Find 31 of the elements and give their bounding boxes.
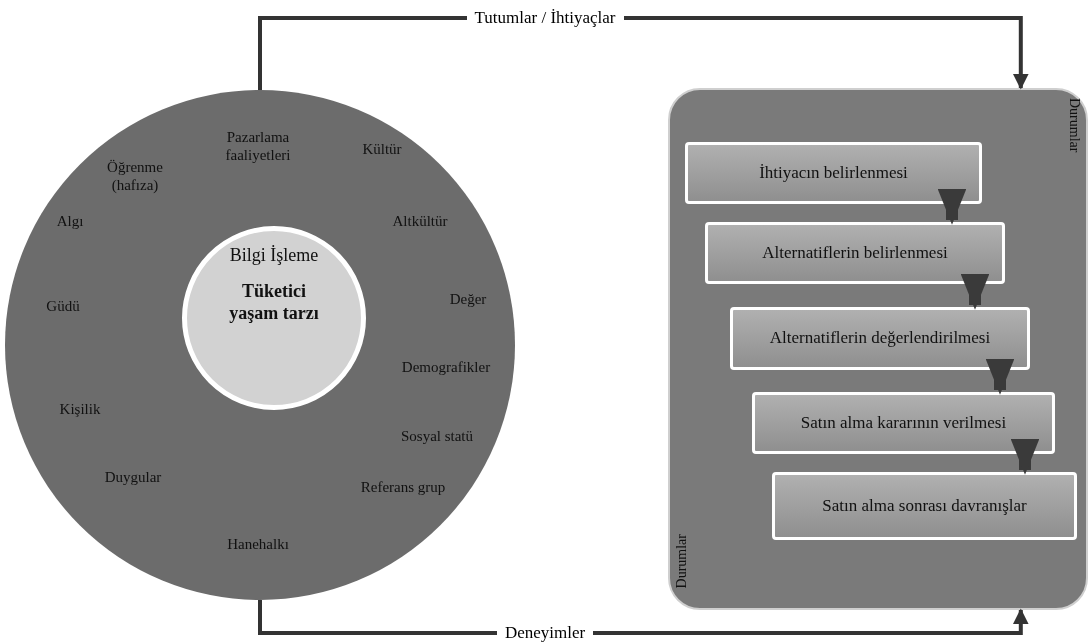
rounded-panel xyxy=(668,88,1088,610)
factor-label: Referans grup xyxy=(359,478,447,496)
step-box: İhtiyacın belirlenmesi xyxy=(685,142,982,204)
factor-label: Kişilik xyxy=(58,400,102,418)
factor-label: Demografikler xyxy=(400,358,492,376)
step-box: Satın alma sonrası davranışlar xyxy=(772,472,1077,540)
step-box: Satın alma kararının verilmesi xyxy=(752,392,1055,454)
step-box: Alternatiflerin değerlendirilmesi xyxy=(730,307,1030,370)
edge-label: Tutumlar / İhtiyaçlar xyxy=(466,8,624,28)
arrow xyxy=(937,188,967,225)
circle-title: Tüketici yaşam tarzı xyxy=(228,281,320,325)
side-label: Durumlar xyxy=(674,533,690,588)
factor-label: Duygular xyxy=(103,468,163,486)
arrow xyxy=(258,600,1029,635)
factor-label: Algı xyxy=(55,212,85,230)
arrow xyxy=(258,16,1029,90)
factor-label: Güdü xyxy=(45,297,81,315)
arrow xyxy=(1010,438,1040,475)
factor-label: Altkültür xyxy=(391,212,449,230)
edge-label: Deneyimler xyxy=(497,623,594,643)
circle-heading: Bilgi İşleme xyxy=(228,245,320,267)
factor-label: Sosyal statü xyxy=(399,427,475,445)
arrow xyxy=(960,273,990,310)
factor-label: Değer xyxy=(448,290,488,308)
factor-label: Hanehalkı xyxy=(226,535,290,553)
side-label: Durumlar xyxy=(1066,98,1082,153)
factor-label: Öğrenme (hafıza) xyxy=(106,158,164,194)
factor-label: Kültür xyxy=(361,140,403,158)
factor-label: Pazarlama faaliyetleri xyxy=(224,128,292,164)
step-box: Alternatiflerin belirlenmesi xyxy=(705,222,1005,284)
arrow xyxy=(985,358,1015,395)
